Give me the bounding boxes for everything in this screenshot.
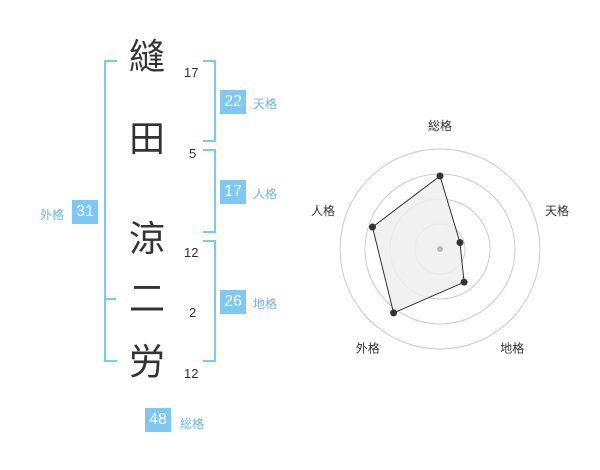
- radar-axis-label: 外格: [356, 341, 380, 356]
- jin-bracket: [203, 149, 216, 233]
- ten-label: 天格: [253, 97, 278, 111]
- radar-center-dot: [437, 246, 443, 252]
- gai-value: 31: [72, 200, 98, 224]
- chi-label: 地格: [253, 297, 278, 311]
- radar-axis-label: 人格: [311, 203, 335, 218]
- radar-point: [390, 309, 398, 317]
- stroke-count-2: 5: [189, 146, 197, 161]
- chi-bracket: [203, 240, 216, 362]
- name-char-1: 縫: [128, 37, 165, 78]
- jin-label: 人格: [253, 187, 278, 201]
- name-char-4: 二: [128, 279, 165, 320]
- gai-bracket: [104, 60, 117, 362]
- name-char-3: 涼: [128, 219, 165, 260]
- radar-polygon: [371, 175, 465, 314]
- sou-value: 48: [145, 408, 171, 432]
- gai-label: 外格: [40, 208, 65, 222]
- sou-label: 総格: [180, 417, 205, 431]
- stroke-count-5: 12: [184, 366, 199, 381]
- jin-value: 17: [220, 180, 246, 204]
- radar-axis-label: 天格: [545, 203, 569, 218]
- radar-points: [368, 172, 468, 317]
- radar-ring: [339, 148, 541, 350]
- name-char-2: 田: [128, 119, 165, 160]
- chi-value: 26: [220, 290, 246, 314]
- radar-point: [436, 172, 444, 180]
- stroke-count-1: 17: [184, 65, 199, 80]
- radar-point: [456, 239, 464, 247]
- name-char-5: 労: [128, 342, 165, 383]
- stroke-count-4: 2: [189, 305, 197, 320]
- radar-axis-label: 総格: [428, 118, 452, 133]
- radar-axis-label: 地格: [500, 341, 524, 356]
- radar-point: [460, 278, 468, 286]
- ten-value: 22: [220, 90, 246, 114]
- radar-point: [368, 223, 376, 231]
- ten-bracket: [203, 60, 216, 142]
- stroke-count-3: 12: [184, 245, 199, 260]
- gai-bracket-tick: [104, 298, 116, 300]
